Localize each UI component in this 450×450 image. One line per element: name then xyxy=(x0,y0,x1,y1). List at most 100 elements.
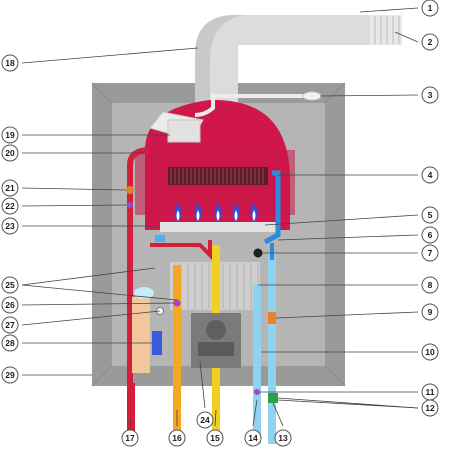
leader-line-15 xyxy=(214,409,217,427)
callout-label: 18 xyxy=(5,58,15,68)
leader-line-12b xyxy=(277,399,419,409)
leader-line-27 xyxy=(21,310,161,326)
callout-4: 4 xyxy=(421,166,439,184)
leader-line-6 xyxy=(277,234,419,241)
leader-line-24 xyxy=(199,361,206,409)
leader-line-2 xyxy=(394,31,419,43)
callout-label: 14 xyxy=(248,433,258,443)
leader-line-14 xyxy=(252,399,258,427)
callout-label: 19 xyxy=(5,130,15,140)
callout-8: 8 xyxy=(421,276,439,294)
leader-line-26 xyxy=(21,302,176,306)
callout-label: 9 xyxy=(428,307,433,317)
leader-line-5 xyxy=(264,214,419,226)
callout-label: 22 xyxy=(5,201,15,211)
leader-line-18 xyxy=(21,47,199,64)
leader-line-9 xyxy=(275,311,419,319)
cold-water-inlet-pipe xyxy=(253,284,261,444)
heating-return-pipe xyxy=(263,170,281,245)
fan xyxy=(149,111,204,143)
callout-label: 13 xyxy=(278,433,288,443)
callout-29: 29 xyxy=(1,366,19,384)
filter-valve xyxy=(254,389,260,395)
three-way-valve-bar xyxy=(150,240,212,260)
callout-23: 23 xyxy=(1,217,19,235)
flow-sensor xyxy=(268,312,276,324)
callout-label: 28 xyxy=(5,338,15,348)
leader-line-25b xyxy=(21,284,178,301)
leader-lines xyxy=(21,7,419,427)
heating-return-pipe-orange xyxy=(173,265,181,445)
callout-label: 12 xyxy=(425,403,435,413)
callout-19: 19 xyxy=(1,126,19,144)
callout-22: 22 xyxy=(1,197,19,215)
main-heat-exchanger xyxy=(168,167,268,185)
callout-label: 21 xyxy=(5,183,15,193)
flue-pipe xyxy=(195,15,402,105)
callout-28: 28 xyxy=(1,334,19,352)
callout-label: 5 xyxy=(428,210,433,220)
callout-label: 6 xyxy=(428,230,433,240)
callout-21: 21 xyxy=(1,179,19,197)
callout-12: 12 xyxy=(421,399,439,417)
callout-label: 2 xyxy=(428,37,433,47)
callout-13: 13 xyxy=(274,429,292,447)
heating-flow-pipe xyxy=(127,147,151,383)
callout-label: 8 xyxy=(428,280,433,290)
leader-line-25 xyxy=(21,267,156,286)
callout-9: 9 xyxy=(421,303,439,321)
leader-line-13 xyxy=(272,402,284,427)
leader-line-1 xyxy=(359,7,419,13)
cold-water-filter xyxy=(268,393,278,403)
callout-1: 1 xyxy=(421,0,439,17)
callout-11: 11 xyxy=(421,383,439,401)
callout-label: 3 xyxy=(428,90,433,100)
callout-20: 20 xyxy=(1,144,19,162)
callout-label: 26 xyxy=(5,300,15,310)
gas-valve-unit xyxy=(191,313,241,368)
callout-15: 15 xyxy=(206,429,224,447)
callout-24: 24 xyxy=(196,411,214,429)
safety-valve xyxy=(155,235,165,242)
leader-line-3 xyxy=(319,94,419,97)
callout-label: 7 xyxy=(428,248,433,258)
callout-25: 25 xyxy=(1,276,19,294)
callout-label: 24 xyxy=(200,415,210,425)
temperature-sensor xyxy=(127,202,133,208)
callout-label: 27 xyxy=(5,320,15,330)
callout-label: 29 xyxy=(5,370,15,380)
callout-label: 15 xyxy=(210,433,220,443)
callout-14: 14 xyxy=(244,429,262,447)
pump-motor xyxy=(152,331,162,355)
callout-label: 1 xyxy=(428,3,433,13)
callout-18: 18 xyxy=(1,54,19,72)
air-vent xyxy=(173,299,181,307)
callout-label: 17 xyxy=(125,433,135,443)
callout-2: 2 xyxy=(421,33,439,51)
callout-16: 16 xyxy=(168,429,186,447)
callout-label: 10 xyxy=(425,347,435,357)
callout-6: 6 xyxy=(421,226,439,244)
callout-label: 20 xyxy=(5,148,15,158)
heating-flow-outlet xyxy=(127,383,135,445)
cold-water-pipe xyxy=(268,253,276,444)
leader-line-22 xyxy=(21,204,128,207)
callout-label: 11 xyxy=(426,387,435,397)
callout-10: 10 xyxy=(421,343,439,361)
combustion-chamber xyxy=(135,99,295,230)
callout-17: 17 xyxy=(121,429,139,447)
burner xyxy=(160,203,277,232)
leader-line-21 xyxy=(21,187,127,191)
callout-26: 26 xyxy=(1,296,19,314)
callout-label: 23 xyxy=(5,221,15,231)
callout-3: 3 xyxy=(421,86,439,104)
callout-label: 16 xyxy=(172,433,182,443)
pressure-switch xyxy=(253,248,263,258)
callout-27: 27 xyxy=(1,316,19,334)
callout-7: 7 xyxy=(421,244,439,262)
callout-5: 5 xyxy=(421,206,439,224)
callout-numbers: 1234567891011121314151617181920212223242… xyxy=(1,0,439,447)
leader-line-17 xyxy=(129,419,132,427)
